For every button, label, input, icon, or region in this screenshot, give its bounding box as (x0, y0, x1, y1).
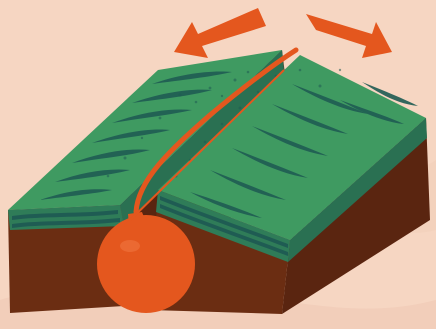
magma-chamber (97, 215, 195, 313)
